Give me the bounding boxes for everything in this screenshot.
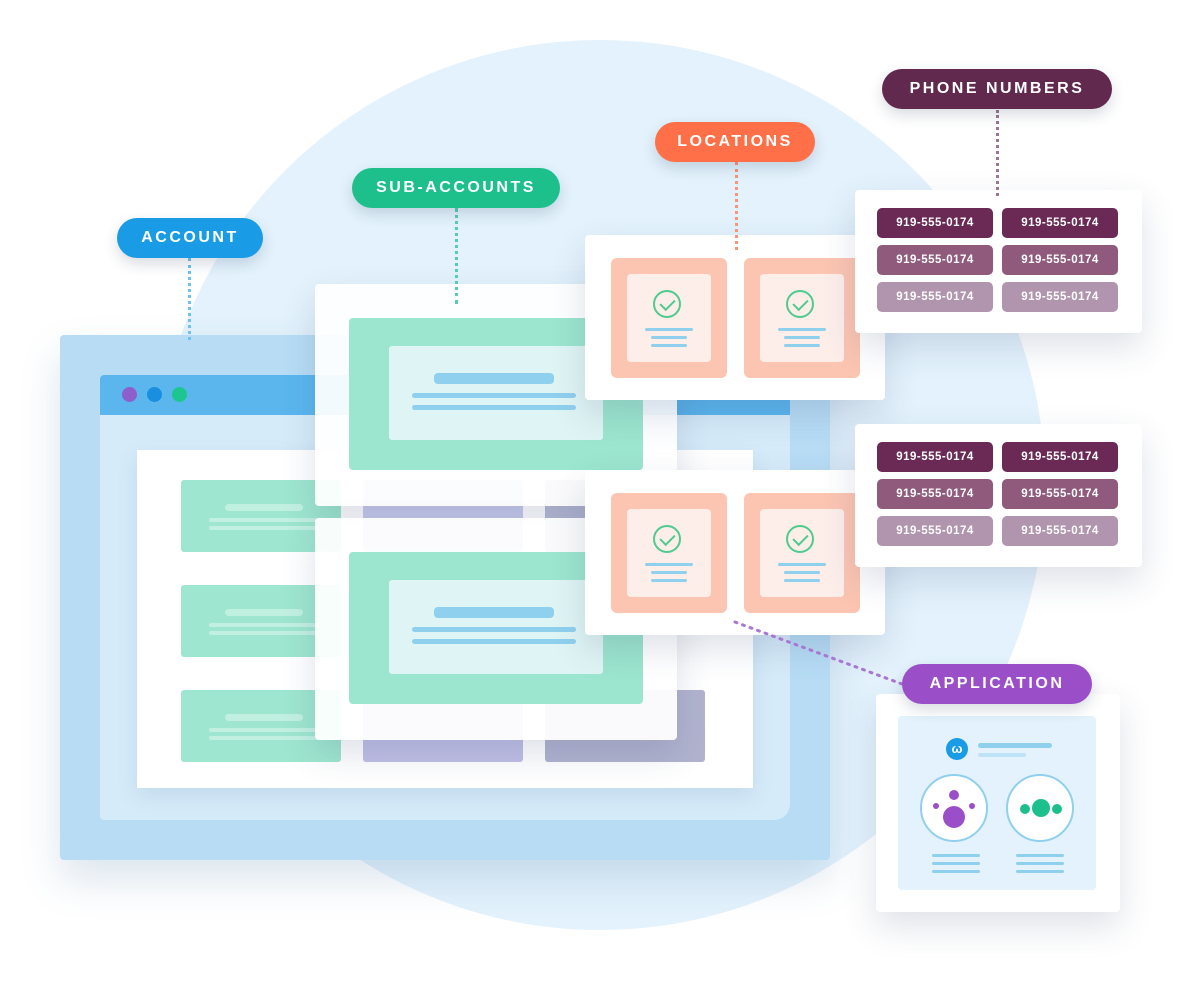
location-tile	[611, 258, 727, 378]
phone-numbers-label: PHONE NUMBERS	[882, 69, 1112, 109]
sub-accounts-label: SUB-ACCOUNTS	[352, 168, 560, 208]
phone-number: 919-555-0174	[1002, 208, 1118, 238]
account-label: ACCOUNT	[117, 218, 263, 258]
phone-number: 919-555-0174	[877, 479, 993, 509]
list-item	[181, 585, 341, 657]
location-card	[585, 235, 885, 400]
three-dots-icon	[1006, 774, 1074, 842]
checkmark-circle-icon	[653, 525, 681, 553]
location-tile	[744, 493, 860, 613]
locations-connector	[735, 162, 738, 250]
application-panel: ω	[898, 716, 1096, 890]
sub-account-inner	[389, 346, 603, 440]
phone-number: 919-555-0174	[1002, 479, 1118, 509]
phone-number: 919-555-0174	[877, 208, 993, 238]
dot-blue-icon	[147, 387, 162, 402]
people-group-icon	[920, 774, 988, 842]
list-item	[181, 690, 341, 762]
checkmark-circle-icon	[786, 525, 814, 553]
sub-account-inner	[389, 580, 603, 674]
phone-number: 919-555-0174	[1002, 516, 1118, 546]
application-card: ω	[876, 694, 1120, 912]
locations-label: LOCATIONS	[655, 122, 815, 162]
dot-green-icon	[172, 387, 187, 402]
location-tile	[744, 258, 860, 378]
location-card	[585, 470, 885, 635]
phone-number: 919-555-0174	[877, 516, 993, 546]
phone-number: 919-555-0174	[877, 442, 993, 472]
dot-purple-icon	[122, 387, 137, 402]
sub-accounts-connector	[455, 208, 458, 304]
phone-numbers-connector	[996, 110, 999, 196]
phone-number: 919-555-0174	[1002, 282, 1118, 312]
checkmark-circle-icon	[786, 290, 814, 318]
phone-number: 919-555-0174	[1002, 442, 1118, 472]
phone-numbers-card: 919-555-0174 919-555-0174 919-555-0174 9…	[855, 190, 1142, 333]
application-label: APPLICATION	[902, 664, 1092, 704]
checkmark-circle-icon	[653, 290, 681, 318]
phone-number: 919-555-0174	[1002, 245, 1118, 275]
phone-number: 919-555-0174	[877, 282, 993, 312]
phone-number: 919-555-0174	[877, 245, 993, 275]
account-connector	[188, 258, 191, 340]
list-item	[181, 480, 341, 552]
phone-numbers-card: 919-555-0174 919-555-0174 919-555-0174 9…	[855, 424, 1142, 567]
location-tile	[611, 493, 727, 613]
app-logo-icon: ω	[946, 738, 968, 760]
